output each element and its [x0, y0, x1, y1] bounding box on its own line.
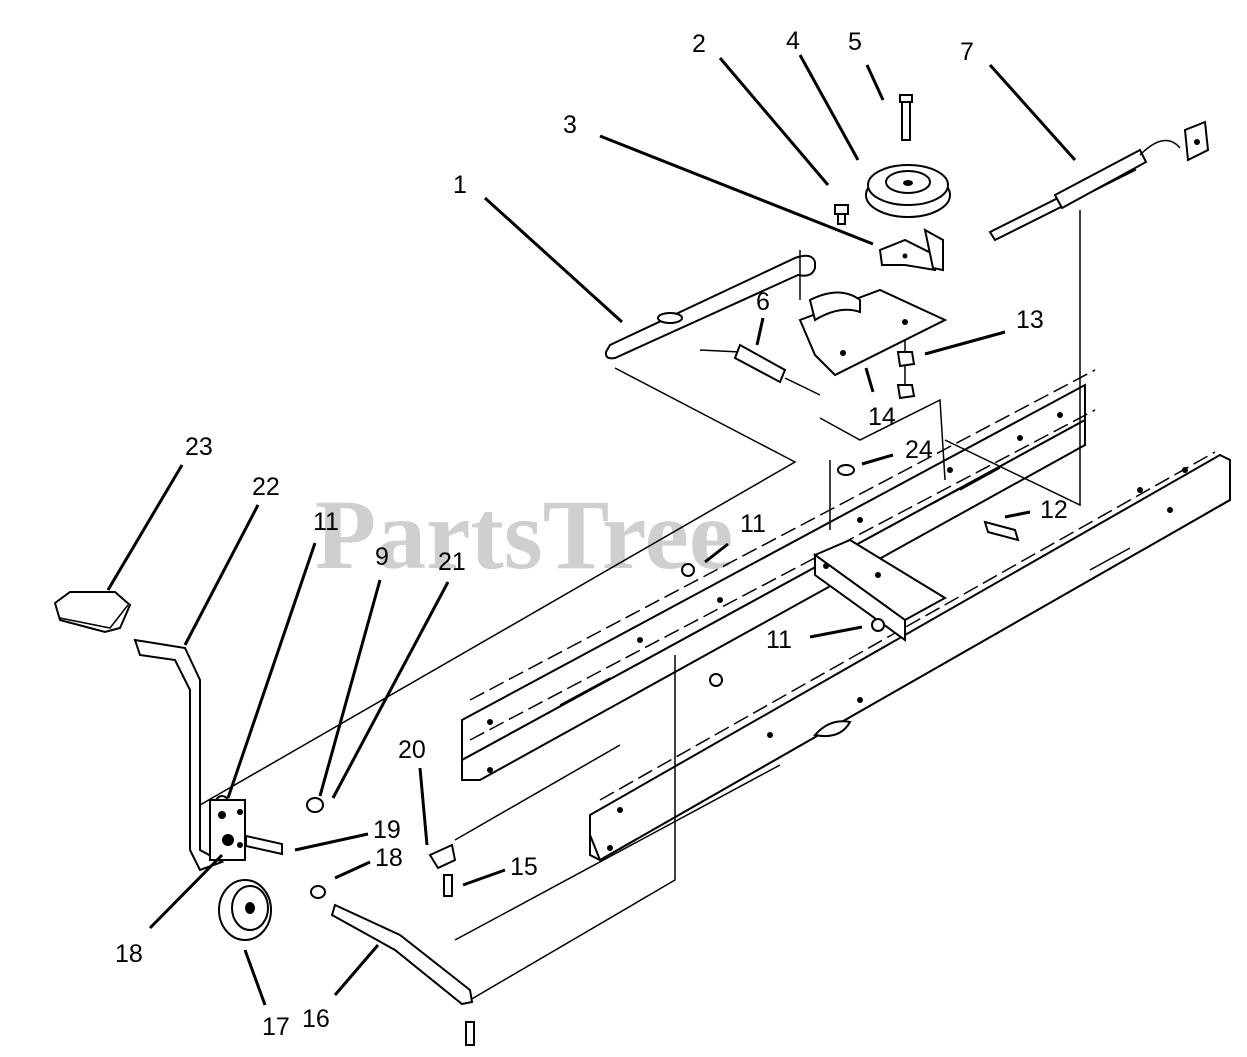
clip-20: [428, 843, 457, 870]
cable-spring-7: [988, 120, 1210, 242]
spring-12: [983, 520, 1020, 542]
callout-17: 17: [262, 1013, 290, 1041]
washer-21: [306, 797, 324, 813]
callout-4: 4: [786, 27, 800, 55]
callout-16: 16: [302, 1005, 330, 1033]
cross-member: [812, 538, 947, 642]
bracket-3: [878, 228, 944, 272]
guide-line-3: [469, 655, 676, 1001]
washer-18: [310, 885, 326, 899]
rod-16: [330, 903, 474, 1006]
nut-11-a: [681, 563, 695, 577]
bolt-15: [443, 874, 453, 897]
washer-24: [837, 464, 855, 476]
idler-rod: [604, 250, 816, 360]
callout-9: 9: [375, 543, 389, 571]
callout-12: 12: [1040, 496, 1068, 524]
callout-3: 3: [563, 111, 577, 139]
callout-13: 13: [1016, 306, 1044, 334]
callout-1: 1: [453, 171, 467, 199]
bolt-16: [465, 1021, 475, 1046]
callout-labels: 1 2 3 4 5 6 7 9 11 11 11 12 13 14 15 16 …: [115, 27, 1068, 1041]
nut-11-c: [709, 673, 723, 687]
callout-11-a: 11: [740, 510, 766, 538]
brake-pedal-22: [133, 638, 246, 872]
rod-1-path: [199, 367, 797, 806]
bolt-5: [899, 94, 913, 141]
bolt-2: [834, 204, 849, 225]
callout-19: 19: [373, 816, 401, 844]
callout-24: 24: [905, 436, 933, 464]
frame-rail-outer: [589, 451, 1231, 862]
callout-22: 22: [252, 473, 280, 501]
guide-line: [454, 744, 621, 841]
callout-23: 23: [185, 433, 213, 461]
leaders: [106, 54, 1077, 1006]
nut-11-b: [871, 618, 885, 632]
callout-6: 6: [756, 288, 770, 316]
callout-14: 14: [868, 403, 896, 431]
callout-5: 5: [848, 28, 862, 56]
callout-18-b: 18: [375, 844, 403, 872]
callout-21: 21: [438, 548, 466, 576]
pulley-17: [218, 879, 272, 941]
idler-pulley: [865, 164, 951, 218]
guide-line-2: [454, 764, 781, 941]
bolt-19: [245, 834, 283, 856]
idler-bracket: [798, 288, 948, 377]
callout-11-b: 11: [766, 626, 792, 654]
callout-2: 2: [692, 30, 706, 58]
callout-7: 7: [960, 38, 974, 66]
pedal-pad-23: [53, 591, 132, 634]
spring-6: [699, 343, 821, 396]
nut-13b: [896, 384, 916, 400]
callout-20: 20: [398, 736, 426, 764]
watermark-text: PartsTree: [315, 479, 733, 590]
nut-13: [896, 351, 916, 368]
frame-rail-inner: [461, 369, 1096, 781]
callout-11-c: 11: [313, 508, 339, 536]
callout-15: 15: [510, 853, 538, 881]
callout-18-a: 18: [115, 940, 143, 968]
